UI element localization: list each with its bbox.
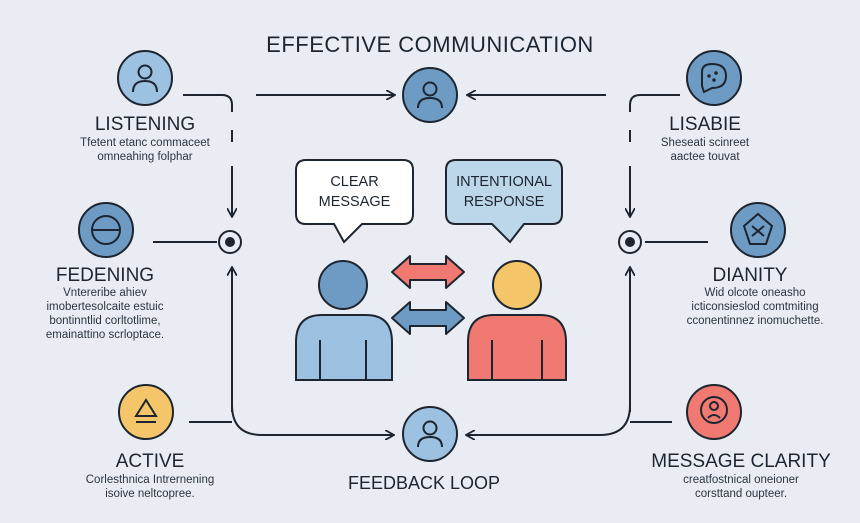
dianity-desc: Wid olcote oneasho icticonsieslod comtmi… <box>665 286 845 328</box>
fedening-desc: Vntereribe ahiev imobertesolcaite estuic… <box>20 286 190 342</box>
junction-left <box>218 230 242 254</box>
bubble-line: MESSAGE <box>318 194 391 210</box>
desc-line: Corlesthnica Intrernening <box>85 474 215 486</box>
chat-bubble-icon[interactable] <box>686 50 742 106</box>
minus-circle-icon[interactable] <box>78 202 134 258</box>
arrow-to-feedback-node <box>231 404 393 435</box>
fedening-label: FEDENING <box>55 265 155 286</box>
person-icon-feedback[interactable] <box>402 406 458 462</box>
desc-line: icticonsieslod comtmiting <box>691 301 819 313</box>
bubble-line: INTENTIONAL <box>456 174 552 190</box>
connector-lisabie <box>629 94 680 112</box>
alert-triangle-icon[interactable] <box>118 384 174 440</box>
listening-desc: Tfetent etanc commaceet omneahing folpha… <box>50 136 240 164</box>
junction-right <box>618 230 642 254</box>
bottom-connectors <box>189 404 672 435</box>
diamond-arrows-icon[interactable] <box>730 202 786 258</box>
intentional-response-text: INTENTIONAL RESPONSE <box>446 172 562 212</box>
desc-line: isoive neltcopree. <box>105 488 195 500</box>
bubble-line: CLEAR <box>330 174 379 190</box>
speech-bubble-right <box>445 159 563 244</box>
desc-line: creatfostnical oneioner <box>683 474 799 486</box>
message-clarity-desc: creatfostnical oneioner corsttand ouptee… <box>646 473 836 501</box>
lisabie-desc: Sheseati scinreet aactee touvat <box>630 136 780 164</box>
person-alert-icon[interactable] <box>686 384 742 440</box>
desc-line: bontinntlid corltotlime, <box>49 315 161 327</box>
desc-line: omneahing folphar <box>97 151 193 163</box>
double-arrow-blue-icon <box>391 301 465 335</box>
message-clarity-label: MESSAGE CLARITY <box>651 451 831 472</box>
desc-line: emainattino scrloptace. <box>45 329 165 341</box>
feedback-loop-label: FEEDBACK LOOP <box>347 473 501 493</box>
desc-line: cconentinnez inomuchette. <box>686 315 824 327</box>
middle-connectors <box>153 241 708 412</box>
dianity-label: DIANITY <box>712 265 788 286</box>
bubble-line: RESPONSE <box>463 194 545 210</box>
person-right-figure <box>467 260 567 381</box>
desc-line: Sheseati scinreet <box>660 137 750 149</box>
person-left-figure <box>295 260 393 381</box>
active-label: ACTIVE <box>115 451 185 472</box>
active-desc: Corlesthnica Intrernening isoive neltcop… <box>60 473 240 501</box>
desc-line: Tfetent etanc commaceet <box>80 137 210 149</box>
desc-line: Vntereribe ahiev <box>63 287 147 299</box>
listening-label: LISTENING <box>94 114 196 135</box>
connector-listening <box>183 94 233 112</box>
desc-line: imobertesolcaite estuic <box>46 301 164 313</box>
person-icon-top-center[interactable] <box>402 67 458 123</box>
desc-line: corsttand oupteer. <box>694 488 788 500</box>
lisabie-label: LISABIE <box>669 114 741 135</box>
speech-bubble-left <box>295 159 414 244</box>
clear-message-text: CLEAR MESSAGE <box>296 172 413 212</box>
desc-line: Wid olcote oneasho <box>704 287 806 299</box>
person-icon[interactable] <box>117 50 173 106</box>
page-title: EFFECTIVE COMMUNICATION <box>266 32 594 57</box>
arrow-from-right-to-feedback <box>467 404 631 435</box>
desc-line: aactee touvat <box>670 151 740 163</box>
double-arrow-red-icon <box>391 255 465 289</box>
top-connectors <box>183 95 680 216</box>
